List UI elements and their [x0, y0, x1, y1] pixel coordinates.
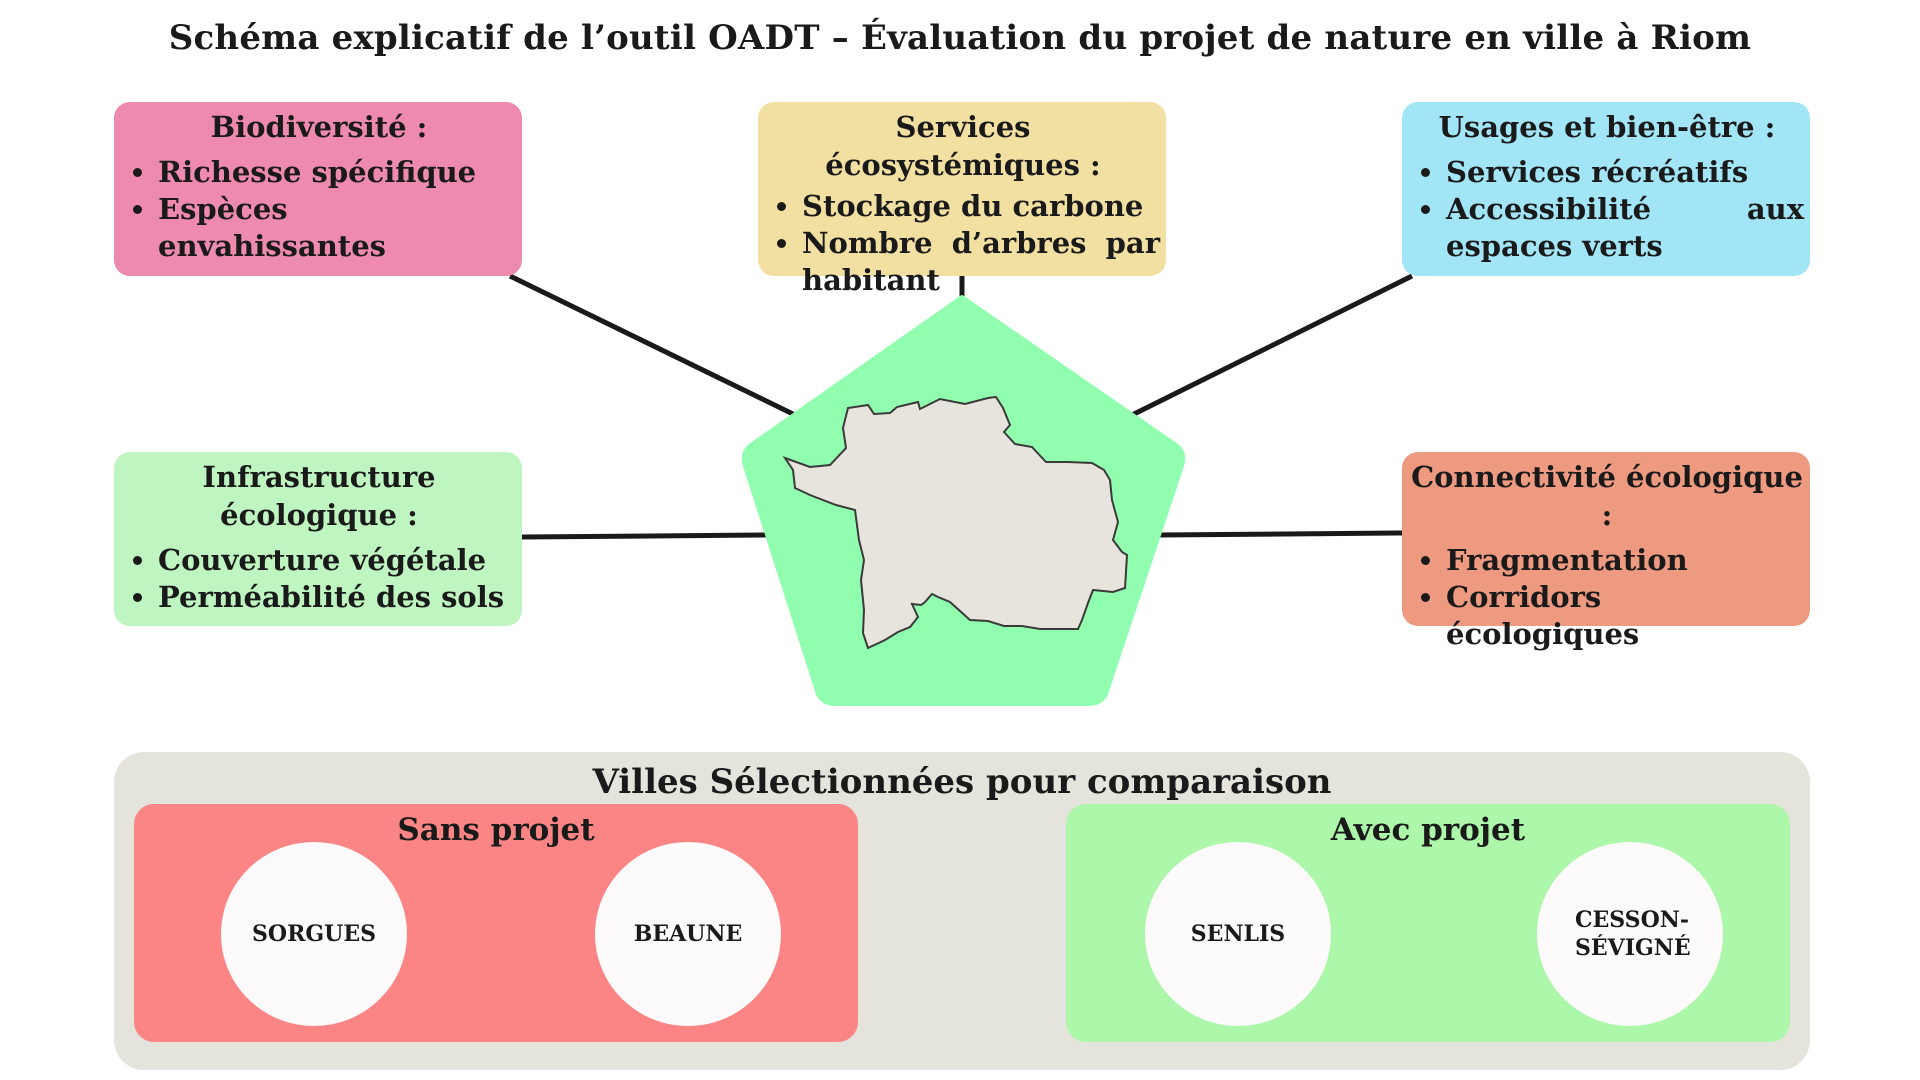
city-circle: SENLIS [1145, 842, 1331, 1026]
list-item: Services récréatifs [1446, 154, 1804, 191]
box-infrastructure-list: Couverture végétale Perméabilité des sol… [122, 542, 516, 616]
box-usages-list: Services récréatifs Accessibilité aux es… [1410, 154, 1804, 265]
city-circle: SORGUES [221, 842, 407, 1026]
group-sans-projet: Sans projet SORGUES BEAUNE [134, 804, 858, 1042]
box-biodiversite-list: Richesse spécifique Espèces envahissante… [122, 154, 516, 265]
list-item: Stockage du carbone [802, 188, 1160, 225]
group-sans-projet-label: Sans projet [397, 812, 595, 848]
connector-infrastructure [521, 532, 769, 540]
box-services-list: Stockage du carbone Nombre d’arbres par … [766, 188, 1160, 299]
city-name: CESSON-SÉVIGNÉ [1575, 907, 1691, 961]
box-infrastructure: Infrastructure écologique : Couverture v… [114, 452, 522, 626]
list-item: Richesse spécifique [158, 154, 516, 191]
diagram-title: Schéma explicatif de l’outil OADT – Éval… [168, 18, 1752, 58]
comparison-title: Villes Sélectionnées pour comparaison [592, 762, 1332, 802]
box-infrastructure-title: Infrastructure écologique : [202, 460, 436, 532]
city-name: SORGUES [252, 921, 376, 947]
comparison-panel: Villes Sélectionnées pour comparaison Sa… [114, 752, 1810, 1070]
group-avec-projet: Avec projet SENLIS CESSON-SÉVIGNÉ [1066, 804, 1790, 1042]
box-usages-title: Usages et bien-être : [1438, 110, 1776, 144]
box-usages: Usages et bien-être : Services récréatif… [1402, 102, 1810, 276]
city-circle: CESSON-SÉVIGNÉ [1537, 842, 1723, 1026]
city-circle: BEAUNE [595, 842, 781, 1026]
list-item: Corridors écologiques [1446, 579, 1804, 653]
city-name: BEAUNE [633, 921, 743, 947]
list-item: Fragmentation [1446, 542, 1804, 579]
box-services: Services écosystémiques : Stockage du ca… [758, 102, 1166, 297]
box-connectivite: Connectivité écologique : Fragmentation … [1402, 452, 1810, 651]
box-biodiversite-title: Biodiversité : [210, 110, 428, 144]
riom-city-shape-icon [782, 395, 1129, 650]
connector-biodiversite [508, 273, 797, 418]
list-item: Perméabilité des sols [158, 579, 516, 616]
list-item: Couverture végétale [158, 542, 516, 579]
box-connectivite-list: Fragmentation Corridors écologiques [1410, 542, 1804, 653]
group-avec-projet-label: Avec projet [1330, 812, 1526, 848]
city-name: SENLIS [1190, 921, 1286, 947]
list-item: Nombre d’arbres par habitant [802, 225, 1160, 299]
list-item: Espèces envahissantes [158, 191, 516, 265]
box-biodiversite: Biodiversité : Richesse spécifique Espèc… [114, 102, 522, 276]
box-connectivite-title: Connectivité écologique : [1411, 460, 1803, 532]
list-item: Accessibilité aux espaces verts [1446, 191, 1804, 265]
box-services-title: Services écosystémiques : [825, 110, 1101, 182]
connector-connectivite [1157, 530, 1403, 538]
connector-usages [1130, 273, 1414, 418]
